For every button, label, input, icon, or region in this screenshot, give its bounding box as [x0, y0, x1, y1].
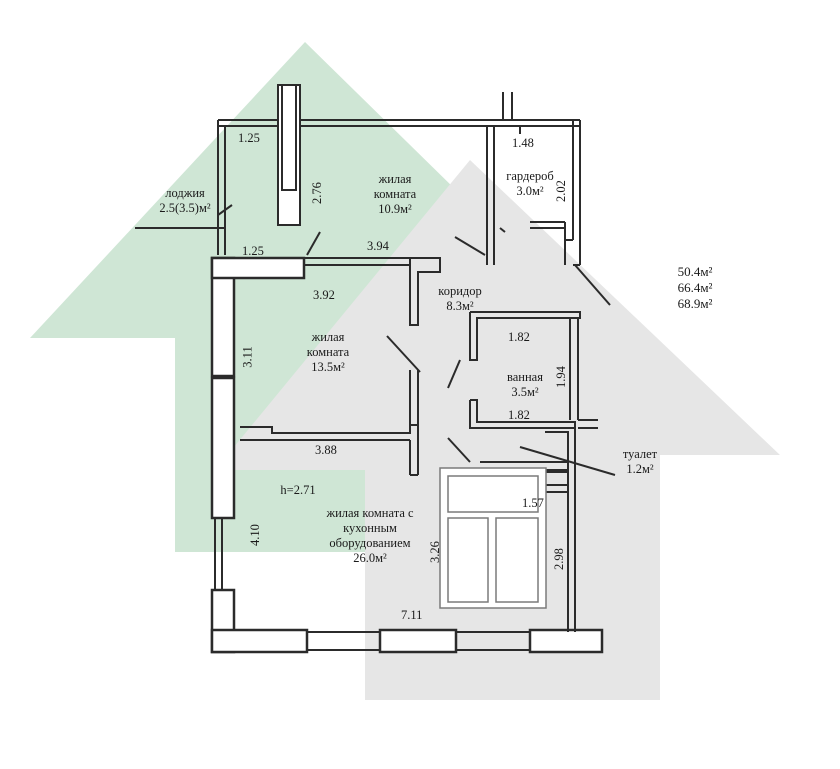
living-room-2-area: 13.5м²: [311, 360, 345, 374]
total-area: 66.4м²: [677, 280, 713, 295]
toilet-label: туалет 1.2м²: [605, 447, 675, 477]
dimension-label: 4.10: [247, 524, 262, 546]
wardrobe-label: гардероб 3.0м²: [495, 169, 565, 199]
living-room-2-name-1: жилая: [311, 330, 345, 344]
toilet-name: туалет: [622, 447, 658, 461]
kitchen-living-area: 26.0м²: [353, 551, 387, 565]
walls: [135, 84, 616, 654]
dimension-label: 1.48: [512, 136, 534, 150]
loggia-name: лоджия: [165, 186, 205, 200]
corridor-label: коридор 8.3м²: [420, 284, 500, 314]
corridor-area: 8.3м²: [446, 299, 474, 313]
dimension-label: 1.82: [508, 408, 530, 422]
living-area-total: 50.4м²: [677, 264, 713, 279]
dimension-label: 7.11: [401, 608, 423, 622]
loggia-label: лоджия 2.5(3.5)м²: [140, 186, 230, 216]
living-room-1-area: 10.9м²: [378, 202, 412, 216]
dimension-label: 3.26: [427, 541, 442, 563]
corridor-name: коридор: [438, 284, 482, 298]
ceiling-height: h=2.71: [280, 483, 316, 497]
kitchen-living-line-1: жилая комната с: [326, 506, 414, 520]
loggia-area: 2.5(3.5)м²: [159, 201, 211, 215]
dimension-label: 1.94: [553, 366, 568, 388]
dimension-label: 3.11: [240, 346, 255, 368]
living-room-1-name-1: жилая: [378, 172, 412, 186]
wardrobe-area: 3.0м²: [516, 184, 544, 198]
living-room-1-label: жилая комната 10.9м²: [350, 172, 440, 217]
toilet-area: 1.2м²: [626, 462, 654, 476]
area-totals: 50.4м² 66.4м² 68.9м²: [660, 264, 730, 312]
dimension-label: 1.82: [508, 330, 530, 344]
bathroom-label: ванная 3.5м²: [490, 370, 560, 400]
dimension-label: 3.88: [315, 443, 337, 457]
living-room-2-label: жилая комната 13.5м²: [283, 330, 373, 375]
dimension-label: 3.94: [367, 239, 389, 253]
dimension-label: 1.57: [522, 496, 544, 510]
dimension-label: 2.76: [309, 182, 324, 204]
bathroom-name: ванная: [507, 370, 543, 384]
gray-house-shape: [215, 160, 780, 700]
dimension-label: 2.98: [551, 548, 566, 570]
wardrobe-name: гардероб: [506, 169, 554, 183]
living-room-1-name-2: комната: [373, 187, 417, 201]
dimension-label: 3.92: [313, 288, 335, 302]
dimension-label: 2.02: [553, 180, 568, 202]
living-room-2-name-2: комната: [306, 345, 350, 359]
kitchen-living-line-3: оборудованием: [329, 536, 411, 550]
dimension-label: 1.25: [242, 244, 264, 258]
dimension-label: 1.25: [238, 131, 260, 145]
kitchen-living-label: жилая комната с кухонным оборудованием 2…: [305, 506, 435, 566]
kitchen-cabinet: [439, 467, 547, 609]
bathroom-area: 3.5м²: [511, 385, 539, 399]
total-area-with-loggia: 68.9м²: [677, 296, 713, 311]
kitchen-living-line-2: кухонным: [343, 521, 397, 535]
